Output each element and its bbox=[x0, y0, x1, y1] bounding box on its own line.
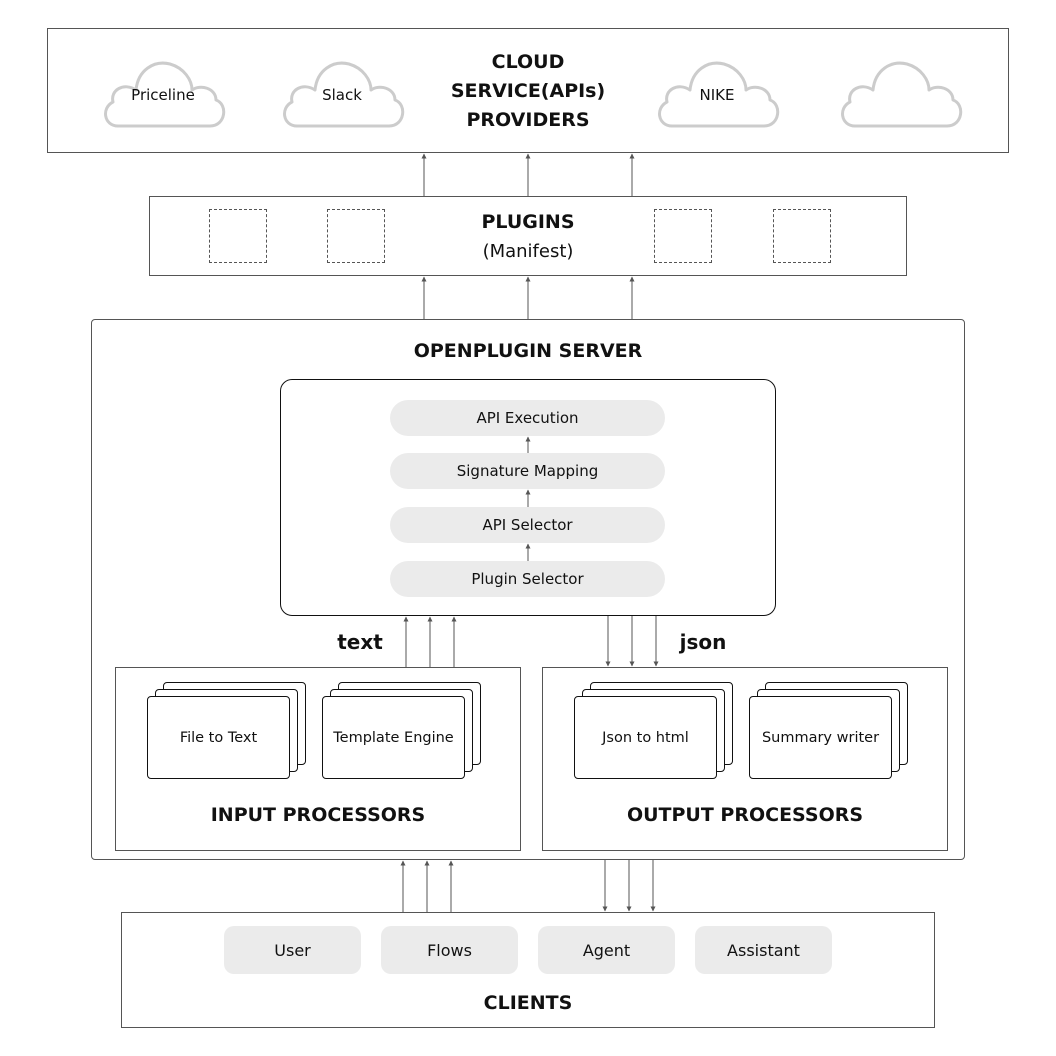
cloud-priceline: Priceline bbox=[98, 50, 228, 130]
plugin-slot bbox=[773, 209, 831, 263]
processor-summary-writer: Summary writer bbox=[749, 696, 892, 779]
cloud-icon bbox=[104, 61, 226, 128]
cloud-icon bbox=[841, 61, 963, 128]
pipeline-step: Signature Mapping bbox=[390, 453, 665, 489]
pipeline-step: API Execution bbox=[390, 400, 665, 436]
server-title: OPENPLUGIN SERVER bbox=[413, 340, 643, 362]
pipeline-step: Plugin Selector bbox=[390, 561, 665, 597]
cloud-title-line: PROVIDERS bbox=[466, 109, 590, 131]
json-flow-label: json bbox=[679, 630, 727, 654]
client-assistant: Assistant bbox=[695, 926, 832, 974]
pipeline-step: API Selector bbox=[390, 507, 665, 543]
cloud-icon bbox=[283, 61, 405, 128]
client-agent: Agent bbox=[538, 926, 675, 974]
processor-file-to-text: File to Text bbox=[147, 696, 290, 779]
cloud-providers-title: CLOUD SERVICE(APIs) PROVIDERS bbox=[400, 48, 656, 135]
plugins-title: PLUGINS bbox=[481, 211, 575, 233]
processor-template-engine: Template Engine bbox=[322, 696, 465, 779]
cloud-label: Priceline bbox=[131, 86, 195, 104]
cloud-providers-panel bbox=[47, 28, 1009, 153]
processor-json-to-html: Json to html bbox=[574, 696, 717, 779]
client-user: User bbox=[224, 926, 361, 974]
cloud-slack: Slack bbox=[277, 50, 407, 130]
plugins-subtitle: (Manifest) bbox=[482, 241, 574, 262]
plugin-slot bbox=[327, 209, 385, 263]
clients-title: CLIENTS bbox=[483, 992, 573, 1014]
cloud-nike: NIKE bbox=[652, 50, 782, 130]
text-flow-label: text bbox=[337, 630, 383, 654]
cloud-title-line: CLOUD bbox=[491, 51, 565, 73]
client-flows: Flows bbox=[381, 926, 518, 974]
plugin-slot bbox=[209, 209, 267, 263]
cloud-empty bbox=[835, 50, 965, 130]
cloud-title-line: SERVICE(APIs) bbox=[450, 80, 606, 102]
cloud-label: NIKE bbox=[699, 86, 735, 104]
input-processors-title: INPUT PROCESSORS bbox=[210, 804, 426, 826]
plugin-slot bbox=[654, 209, 712, 263]
cloud-icon bbox=[658, 61, 780, 128]
output-processors-title: OUTPUT PROCESSORS bbox=[626, 804, 864, 826]
cloud-label: Slack bbox=[322, 86, 362, 104]
